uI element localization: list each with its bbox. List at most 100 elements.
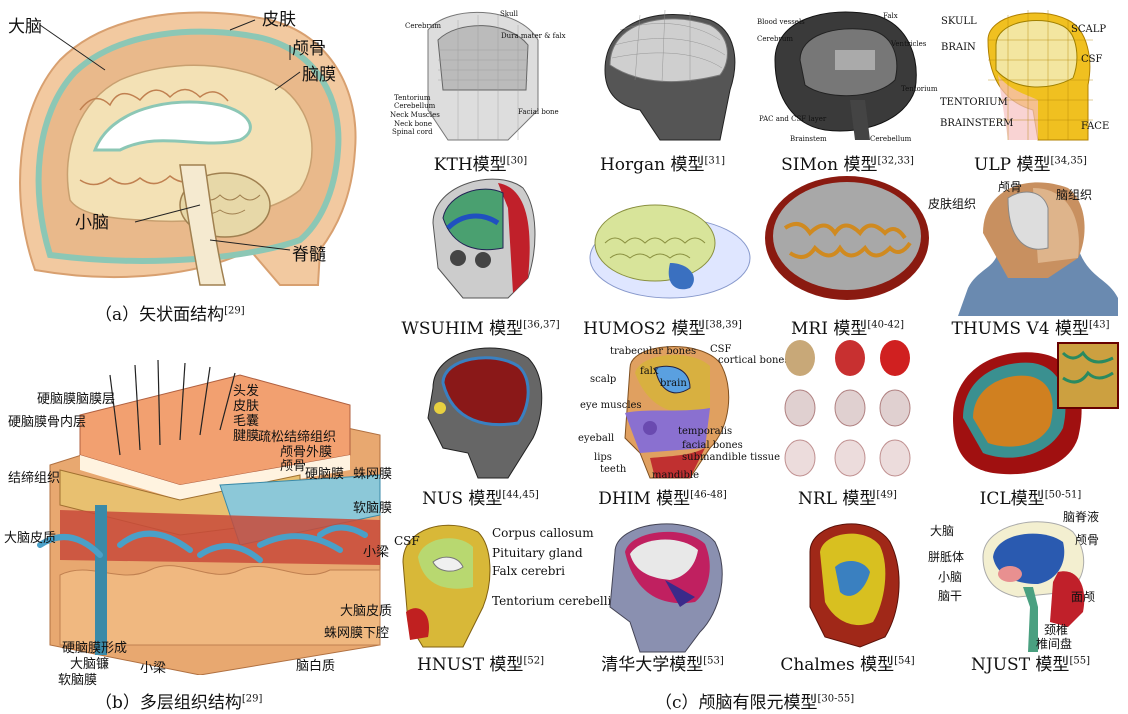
njust-label-cerebrum: 大脑	[930, 522, 954, 539]
label-aponeurosis: 腱膜	[233, 425, 259, 444]
ulp-label-tentorium: TENTORIUM	[940, 97, 1008, 108]
label-connective-tissue: 结缔组织	[8, 467, 60, 486]
kth-label-spinal-cord: Spinal cord	[392, 128, 433, 136]
mri-model-image	[755, 168, 940, 316]
icl-caption: ICL模型[50-51]	[938, 484, 1123, 509]
caption-a: （a）矢状面结构[29]	[95, 300, 245, 325]
njust-label-skull: 颅骨	[1075, 531, 1099, 548]
model-wsuhim: WSUHIM 模型[36,37]	[388, 168, 573, 343]
model-kth: Cerebrum Skull Dura mater & falx Tentori…	[388, 0, 573, 175]
simon-label-tentorium: Tentorium	[901, 85, 938, 93]
hnust-label-falx: Falx cerebri	[492, 564, 565, 578]
mri-caption: MRI 模型[40-42]	[755, 314, 940, 339]
simon-label-blood-vessels: Blood vessels	[757, 18, 805, 26]
simon-label-ventricles: Ventricles	[891, 40, 926, 48]
thums-label-brain: 脑组织	[1056, 186, 1092, 203]
dhim-label-brain: brain	[660, 378, 687, 389]
label-trabeculae-bottom: 小梁	[140, 657, 166, 676]
njust-label-csf: 脑脊液	[1063, 508, 1099, 525]
dhim-label-mandible: mandible	[652, 470, 699, 481]
label-skull-b: 颅骨	[280, 455, 306, 474]
ulp-label-skull: SKULL	[941, 16, 977, 27]
kth-label-neck-bone: Neck bone	[394, 120, 432, 128]
model-icl: ICL模型[50-51]	[938, 338, 1123, 513]
kth-label-neck-muscles: Neck Muscles	[390, 111, 440, 119]
horgan-model-image	[570, 0, 755, 148]
label-dura-periosteal: 硬脑膜骨内层	[8, 411, 86, 430]
model-thums: 皮肤组织 颅骨 脑组织 THUMS V4 模型[43]	[938, 168, 1123, 343]
model-ulp: SKULL SCALP BRAIN CSF TENTORIUM BRAINSTE…	[938, 0, 1123, 175]
label-skull: 颅骨	[292, 34, 326, 59]
kth-label-cerebellum: Cerebellum	[394, 102, 435, 110]
njust-label-facial: 面颅	[1071, 588, 1095, 605]
dhim-label-facial-bones: facial bones	[682, 440, 743, 451]
nrl-model-image	[755, 338, 940, 486]
wsuhim-caption: WSUHIM 模型[36,37]	[388, 314, 573, 339]
thums-model-image	[938, 168, 1123, 316]
label-meninges: 脑膜	[302, 60, 336, 85]
model-horgan: Horgan 模型[31]	[570, 0, 755, 175]
chalmers-model-image	[755, 512, 940, 660]
chalmers-caption: Chalmes 模型[54]	[755, 650, 940, 675]
nus-caption: NUS 模型[44,45]	[388, 484, 573, 509]
dhim-label-lips: lips	[594, 452, 612, 463]
label-white-matter: 脑白质	[296, 655, 335, 674]
model-simon: Blood vessels Falx Cerebrum Ventricles T…	[755, 0, 940, 175]
label-dura: 硬脑膜	[305, 463, 344, 482]
hnust-caption: HNUST 模型[52]	[388, 650, 573, 675]
simon-label-brainstem: Brainstem	[790, 135, 827, 143]
njust-label-brainstem: 脑干	[938, 587, 962, 604]
kth-label-skull: Skull	[500, 10, 518, 18]
icl-model-image	[938, 338, 1123, 486]
hnust-label-csf: CSF	[394, 534, 420, 548]
ulp-label-scalp: SCALP	[1071, 24, 1106, 35]
simon-label-falx: Falx	[883, 12, 898, 20]
panel-a-sagittal: 大脑 皮肤 颅骨 脑膜 小脑 脊髓	[0, 0, 378, 290]
ulp-label-brain: BRAIN	[941, 42, 976, 53]
dhim-label-teeth: teeth	[600, 464, 626, 475]
model-hnust: CSF Corpus callosum Pituitary gland Falx…	[388, 512, 573, 687]
kth-label-tentorium: Tentorium	[394, 94, 431, 102]
caption-c: （c）颅脑有限元模型[30-55]	[655, 688, 854, 713]
dhim-label-trabecular: trabecular bones	[610, 346, 696, 357]
label-cortex-right: 大脑皮质	[340, 600, 392, 619]
dhim-caption: DHIM 模型[46-48]	[570, 484, 755, 509]
njust-label-cerebellum: 小脑	[938, 568, 962, 585]
label-cortex-left: 大脑皮质	[4, 527, 56, 546]
model-nus: NUS 模型[44,45]	[388, 338, 573, 513]
label-subarachnoid: 蛛网膜下腔	[324, 622, 389, 641]
model-nrl: NRL 模型[49]	[755, 338, 940, 513]
njust-label-corpus: 胼胝体	[928, 548, 964, 565]
model-mri: MRI 模型[40-42]	[755, 168, 940, 343]
nrl-caption: NRL 模型[49]	[755, 484, 940, 509]
ulp-label-face: FACE	[1081, 121, 1109, 132]
caption-b: （b）多层组织结构[29]	[95, 688, 262, 713]
model-dhim: trabecular bones CSF cortical bones scal…	[570, 338, 755, 513]
tsinghua-model-image	[570, 512, 755, 660]
dhim-label-eye-muscles: eye muscles	[580, 400, 642, 411]
kth-label-facial-bone: Facial bone	[518, 108, 559, 116]
thums-label-skull: 颅骨	[998, 178, 1022, 195]
dhim-label-temporalis: temporalis	[678, 426, 732, 437]
simon-label-cerebellum: Cerebellum	[870, 135, 911, 143]
tsinghua-caption: 清华大学模型[53]	[570, 650, 755, 675]
model-chalmers: Chalmes 模型[54]	[755, 512, 940, 687]
njust-caption: NJUST 模型[55]	[938, 650, 1123, 675]
label-cerebellum: 小脑	[75, 208, 109, 233]
label-arachnoid: 蛛网膜	[353, 463, 392, 482]
model-njust: 大脑 脑脊液 胼胝体 颅骨 小脑 脑干 面颅 颈椎 椎间盘 NJUST 模型[5…	[938, 512, 1123, 687]
ulp-label-brainsterm: BRAINSTERM	[940, 118, 1013, 129]
label-cerebrum: 大脑	[8, 12, 42, 37]
simon-label-cerebrum: Cerebrum	[757, 35, 793, 43]
label-pia: 软脑膜	[353, 497, 392, 516]
thums-label-skin: 皮肤组织	[928, 195, 976, 212]
dhim-label-csf: CSF	[710, 344, 731, 355]
label-pia-bottom: 软脑膜	[58, 669, 97, 688]
label-skin: 皮肤	[262, 5, 296, 30]
label-trabeculae: 小梁	[363, 541, 389, 560]
kth-label-dura: Dura mater & falx	[501, 32, 566, 40]
kth-label-cerebrum: Cerebrum	[405, 22, 441, 30]
humos2-caption: HUMOS2 模型[38,39]	[570, 314, 755, 339]
nus-model-image	[388, 338, 573, 486]
thums-caption: THUMS V4 模型[43]	[938, 314, 1123, 339]
